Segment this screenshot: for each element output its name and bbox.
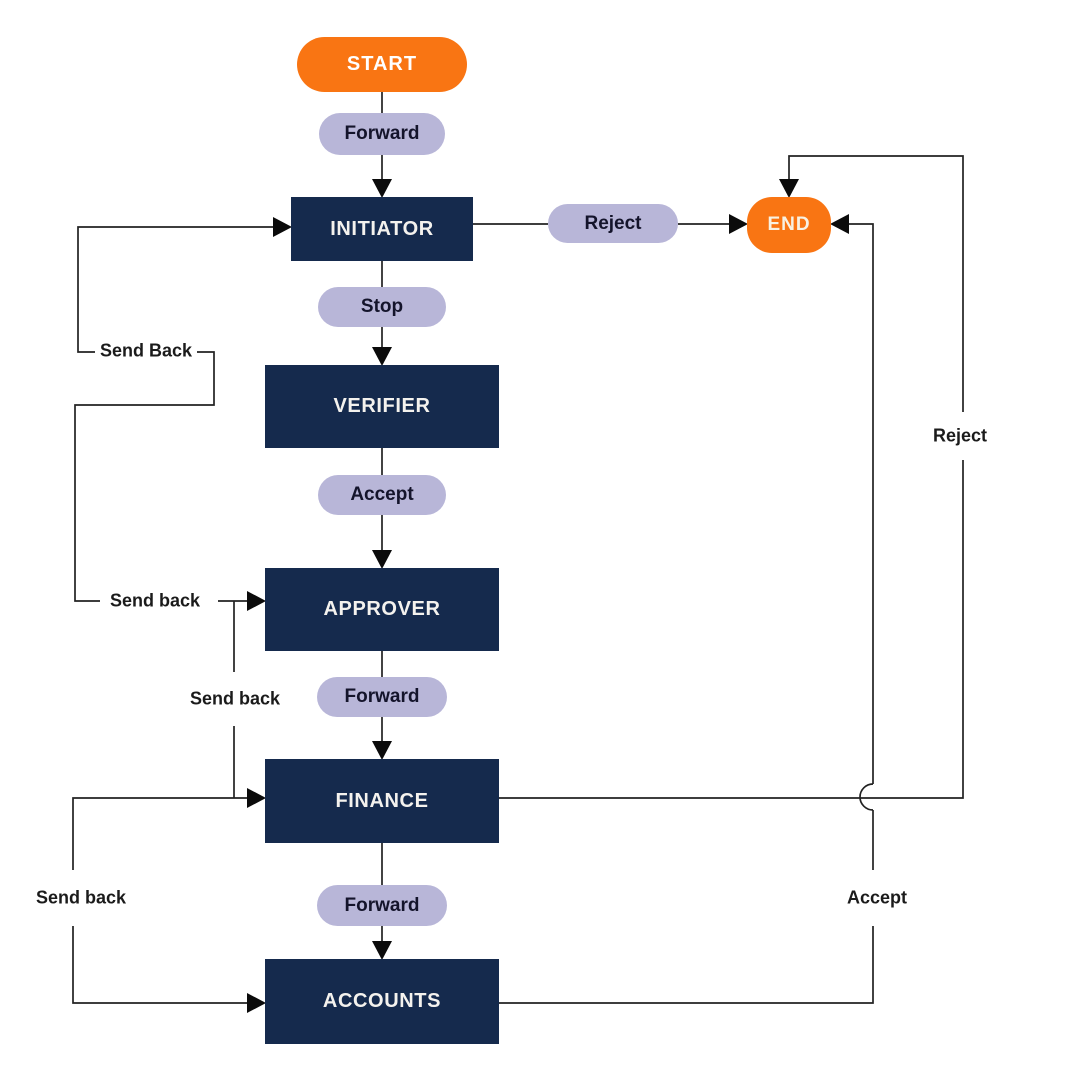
action-pill-stop: Stop	[318, 287, 446, 327]
arrowhead-down-accounts	[372, 941, 392, 960]
arrowhead-right-initiator	[273, 217, 292, 237]
edge-label-send-back-to-initiator: Send Back	[96, 340, 196, 362]
connector-line	[499, 460, 964, 799]
arrowhead-right-approver	[247, 591, 266, 611]
edge-label-send-back-to-accounts: Send back	[32, 887, 130, 909]
process-box-accounts: ACCOUNTS	[265, 959, 499, 1044]
arrowhead-right-finance	[247, 788, 266, 808]
action-pill-forward-finance: Forward	[317, 885, 447, 926]
end-node: END	[747, 197, 831, 253]
edge-label-send-back-to-finance: Send back	[186, 688, 284, 710]
arrowhead-right-accounts	[247, 993, 266, 1013]
process-box-finance: FINANCE	[265, 759, 499, 843]
connector-line	[74, 351, 215, 602]
action-pill-reject: Reject	[548, 204, 678, 243]
arrowhead-down-finance	[372, 741, 392, 760]
arrowhead-down-approver	[372, 550, 392, 569]
connector-line	[788, 155, 964, 412]
edge-label-send-back-to-approver: Send back	[106, 590, 204, 612]
connector-line	[499, 926, 874, 1004]
arrowhead-down-verifier	[372, 347, 392, 366]
line-hop	[859, 783, 874, 811]
connector-line	[72, 926, 249, 1004]
process-box-initiator: INITIATOR	[291, 197, 473, 261]
arrowhead-left-end	[830, 214, 849, 234]
edge-label-reject-loop: Reject	[929, 425, 991, 447]
connector-line	[77, 226, 275, 353]
connector-line	[72, 797, 249, 870]
edge-label-accept-loop: Accept	[843, 887, 911, 909]
process-box-verifier: VERIFIER	[265, 365, 499, 448]
arrowhead-right-end	[729, 214, 748, 234]
arrowhead-down-initiator	[372, 179, 392, 198]
action-pill-forward-approver: Forward	[317, 677, 447, 717]
action-pill-accept: Accept	[318, 475, 446, 515]
start-node: START	[297, 37, 467, 92]
arrowhead-down-end	[779, 179, 799, 198]
action-pill-forward-start: Forward	[319, 113, 445, 155]
process-box-approver: APPROVER	[265, 568, 499, 651]
connector-line	[848, 223, 874, 784]
